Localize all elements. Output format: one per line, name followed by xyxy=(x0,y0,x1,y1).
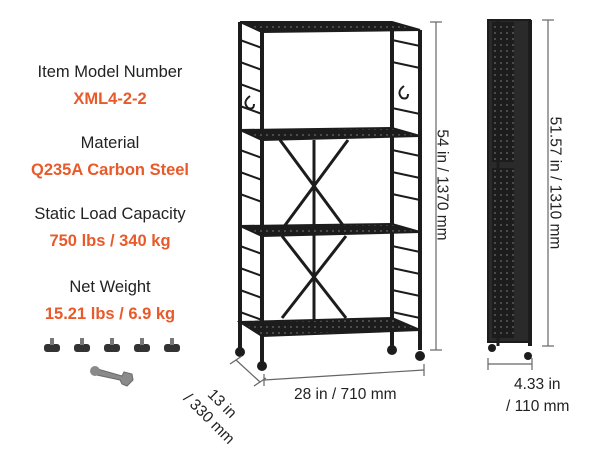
leveling-foot-icon xyxy=(44,338,180,352)
folded-unit xyxy=(487,19,532,360)
wrench-icon xyxy=(90,366,134,387)
casters xyxy=(235,345,425,371)
material-label: Material xyxy=(80,134,140,152)
height-dimension-label: 54 in / 1370 mm xyxy=(433,129,451,241)
shelves xyxy=(236,21,421,338)
model-number-label: Item Model Number xyxy=(37,63,183,81)
dimension-lines xyxy=(229,19,554,387)
width-dimension-label: 28 in / 710 mm xyxy=(294,386,397,403)
folded-depth-dimension-label-in: 4.33 in xyxy=(514,376,561,393)
material-value: Q235A Carbon Steel xyxy=(30,161,190,179)
net-weight-label: Net Weight xyxy=(69,278,151,296)
shelf-unit xyxy=(238,22,422,362)
model-number-value: XML4-2-2 xyxy=(73,90,147,108)
load-capacity-label: Static Load Capacity xyxy=(34,205,186,223)
folded-depth-dimension-label-mm: / 110 mm xyxy=(506,398,570,415)
folded-height-dimension-label: 51.57 in / 1310 mm xyxy=(546,116,564,250)
net-weight-value: 15.21 lbs / 6.9 kg xyxy=(44,305,176,323)
load-capacity-value: 750 lbs / 340 kg xyxy=(49,232,171,250)
